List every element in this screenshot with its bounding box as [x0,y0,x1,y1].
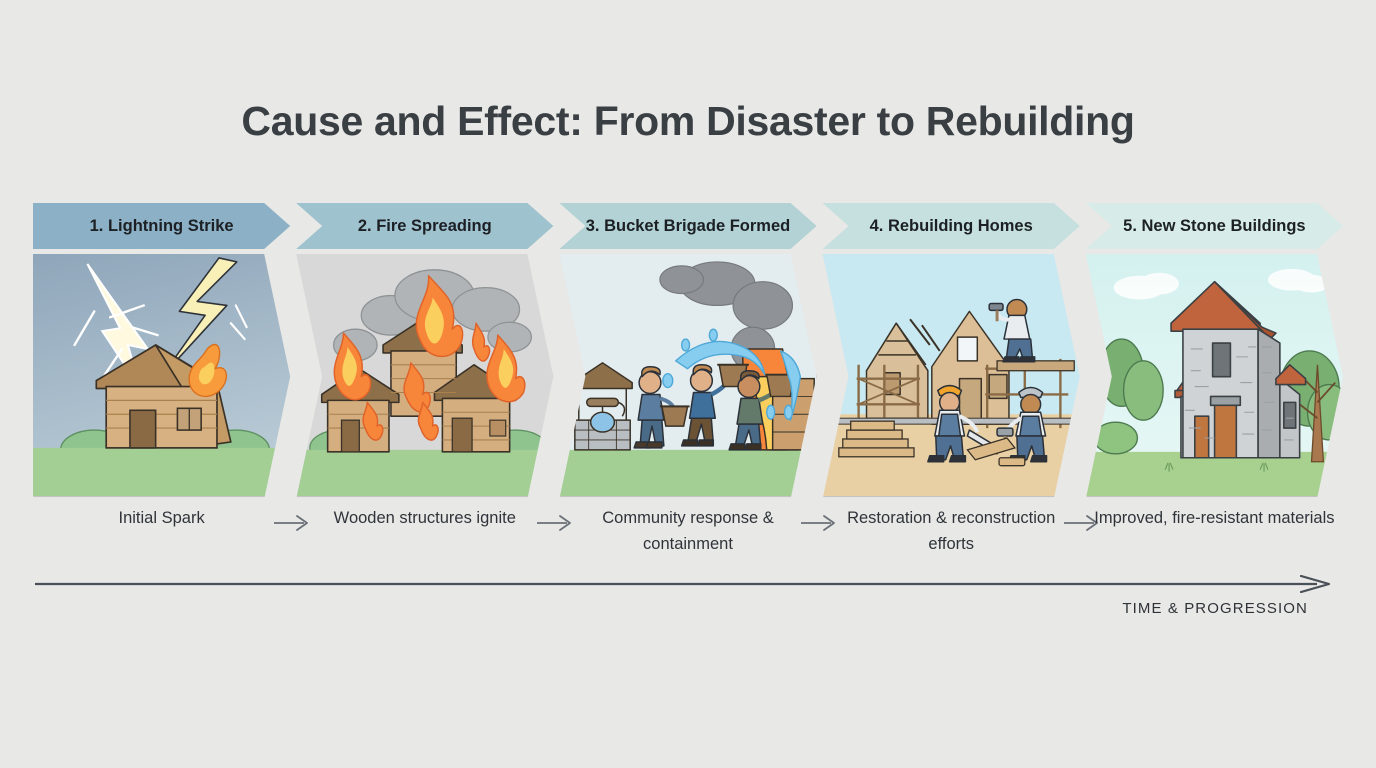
process-step-5[interactable]: 5. New Stone Buildings [1085,203,1343,503]
caption-arrow-icon [537,515,572,531]
process-steps-strip: 1. Lightning Strike 2. Fire Spreading [33,203,1343,503]
step-illustration-5 [1085,254,1343,499]
step-header-4[interactable]: 4. Rebuilding Homes [822,203,1080,249]
step-caption-5: Improved, fire-resistant materials [1094,509,1335,527]
step-illustration-4 [822,254,1080,499]
step-caption-1: Initial Spark [118,509,205,527]
step-illustration-3 [559,254,817,499]
process-step-4[interactable]: 4. Rebuilding Homes [822,203,1080,503]
step-captions-row: Initial Spark Wooden structures ignite Com… [33,505,1343,565]
caption-arrow-icon [1063,515,1098,531]
step-header-label: 4. Rebuilding Homes [869,216,1033,235]
step-illustration-2 [296,254,554,499]
step-header-1[interactable]: 1. Lightning Strike [33,203,291,249]
step-header-label: 3. Bucket Brigade Formed [585,216,791,235]
page-title: Cause and Effect: From Disaster to Rebui… [241,98,1135,144]
caption-arrow-icon [800,515,835,531]
step-caption-4: Restoration & reconstruction efforts [847,509,1056,553]
step-header-5[interactable]: 5. New Stone Buildings [1085,203,1343,249]
step-caption-2: Wooden structures ignite [333,509,516,527]
step-header-2[interactable]: 2. Fire Spreading [296,203,554,249]
step-header-label: 5. New Stone Buildings [1123,216,1306,235]
step-header-label: 2. Fire Spreading [357,216,492,235]
timeline-axis [35,575,1331,593]
step-header-label: 1. Lightning Strike [89,216,234,235]
step-illustration-1 [33,254,291,499]
timeline-label: TIME & PROGRESSION [1122,600,1308,617]
process-step-3[interactable]: 3. Bucket Brigade Formed [559,203,817,503]
process-step-2[interactable]: 2. Fire Spreading [296,203,554,503]
caption-arrow-icon [274,515,309,531]
process-step-1[interactable]: 1. Lightning Strike [33,203,291,503]
step-header-3[interactable]: 3. Bucket Brigade Formed [559,203,817,249]
step-caption-3: Community response & containment [602,509,774,553]
